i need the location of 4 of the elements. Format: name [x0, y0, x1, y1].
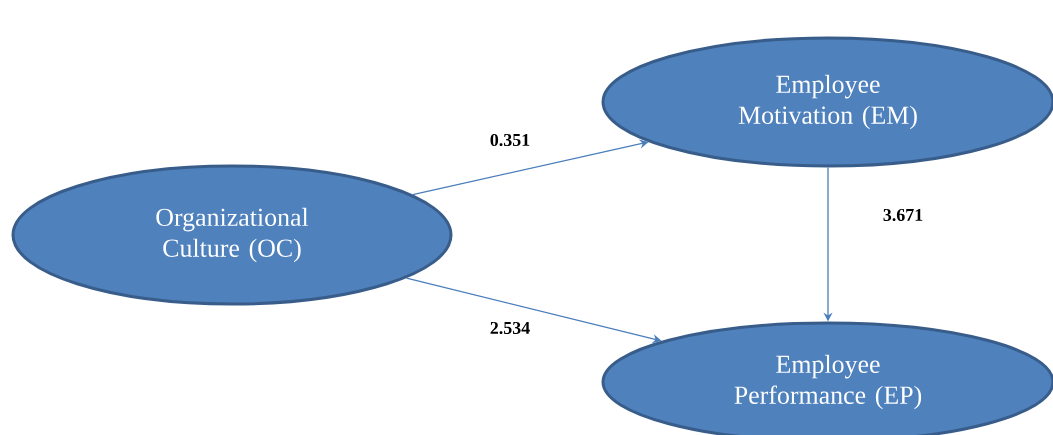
- edge-label: 3.671: [881, 207, 925, 223]
- ellipse-node: Organizational Culture (OC): [11, 164, 453, 306]
- edge-label: 2.534: [488, 320, 532, 336]
- edge-label: 0.351: [488, 132, 532, 148]
